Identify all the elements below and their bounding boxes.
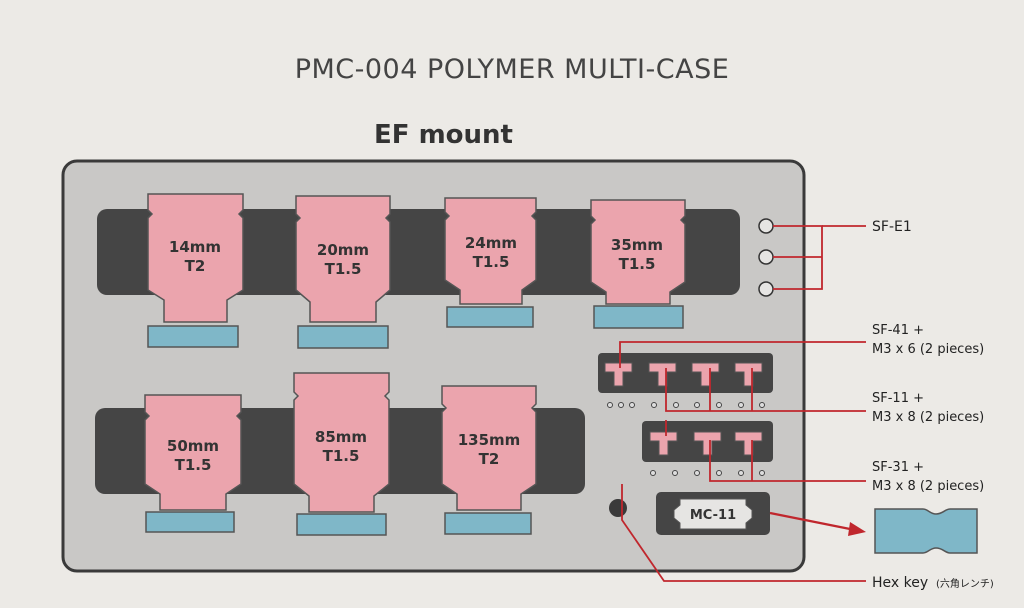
callout-sf-31-line2: M3 x 8 (2 pieces) xyxy=(872,479,984,494)
mount-subtitle: EF mount xyxy=(374,120,513,150)
hex-key-slot xyxy=(609,499,627,517)
callout-sf-31-line1: SF-31 + xyxy=(872,460,924,475)
lens-aperture-label: T1.5 xyxy=(175,456,212,474)
sf-41-tray xyxy=(598,353,773,408)
callout-hex-key-jp: (六角レンチ) xyxy=(936,578,994,590)
sf-11-tray xyxy=(642,421,773,476)
page-title: PMC-004 POLYMER MULTI-CASE xyxy=(294,54,730,85)
lens-aperture-label: T1.5 xyxy=(473,253,510,271)
mc-11-label: MC-11 xyxy=(690,508,736,523)
lens-slot-5: 50mm T1.5 xyxy=(144,394,242,533)
lens-slot-7: 135mm T2 xyxy=(441,385,537,535)
lens-aperture-label: T2 xyxy=(479,450,500,468)
callout-sf-11-line2: M3 x 8 (2 pieces) xyxy=(872,410,984,425)
lens-focal-label: 85mm xyxy=(315,428,367,446)
lens-focal-label: 14mm xyxy=(169,238,221,256)
lens-slot-2: 20mm T1.5 xyxy=(295,195,391,349)
lens-aperture-label: T1.5 xyxy=(325,260,362,278)
top-foam-strip xyxy=(97,209,740,295)
mc-11-arrow xyxy=(769,511,866,536)
callout-sf-11-line1: SF-11 + xyxy=(872,391,924,406)
callout-lines xyxy=(619,225,866,582)
sf-e1-slots xyxy=(758,218,774,297)
lens-aperture-label: T1.5 xyxy=(323,447,360,465)
callout-sf-41-line1: SF-41 + xyxy=(872,323,924,338)
lens-aperture-label: T2 xyxy=(185,257,206,275)
lens-slot-1: 14mm T2 xyxy=(147,193,244,348)
lens-focal-label: 50mm xyxy=(167,437,219,455)
mc-11-part xyxy=(874,508,978,554)
lens-slot-6: 85mm T1.5 xyxy=(293,372,390,536)
lens-slot-4: 35mm T1.5 xyxy=(590,199,686,329)
lens-focal-label: 20mm xyxy=(317,241,369,259)
mc-11-slot: MC-11 xyxy=(656,492,770,535)
lens-focal-label: 35mm xyxy=(611,236,663,254)
callout-sf-41-line2: M3 x 6 (2 pieces) xyxy=(872,342,984,357)
callout-sf-e1: SF-E1 xyxy=(872,219,912,235)
lens-focal-label: 135mm xyxy=(458,431,521,449)
lens-aperture-label: T1.5 xyxy=(619,255,656,273)
callout-hex-key: Hex key xyxy=(872,575,928,591)
lens-slot-3: 24mm T1.5 xyxy=(444,197,537,328)
lens-focal-label: 24mm xyxy=(465,234,517,252)
